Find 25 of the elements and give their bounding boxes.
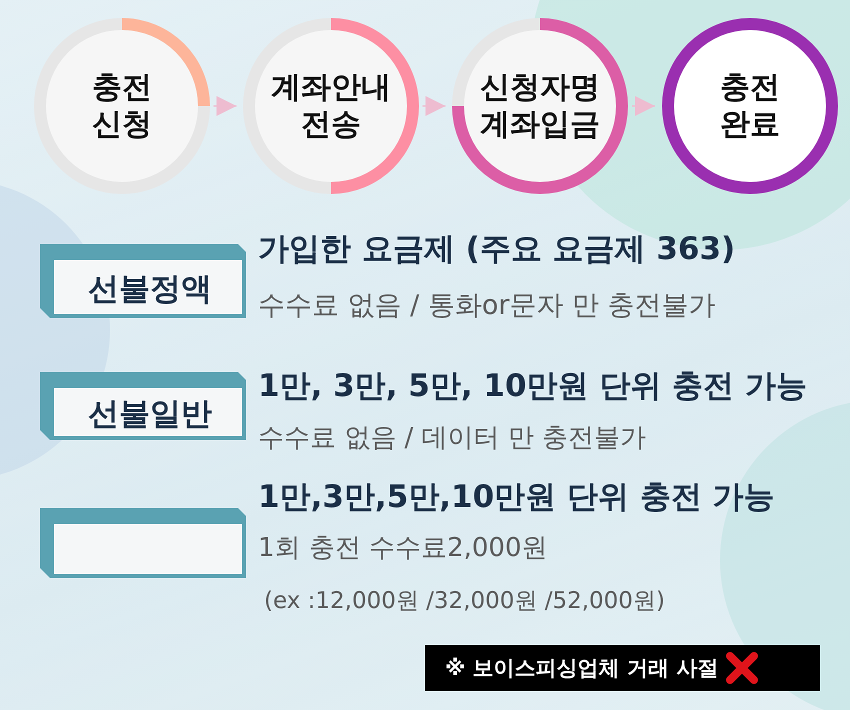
plan-detail: (ex :12,000원 /32,000원 /52,000원) — [264, 587, 665, 616]
step-circle — [243, 18, 419, 194]
step-label: 신청자명 계좌입금 — [479, 68, 601, 144]
step-label: 계좌안내 전송 — [270, 68, 392, 144]
category-label: 선불일반 — [87, 395, 213, 434]
step-label: 충전 완료 — [719, 68, 781, 144]
plan-headline: 1만, 3만, 5만, 10만원 단위 충전 가능 — [258, 367, 807, 406]
notice-banner — [425, 645, 820, 691]
plan-detail: 수수료 없음 / 통화or문자 만 충전불가 — [258, 289, 716, 323]
category-tab — [40, 244, 246, 318]
plan-headline: 가입한 요금제 (주요 요금제 363) — [258, 230, 736, 269]
category-tab — [40, 372, 246, 440]
step-label: 충전 신청 — [91, 68, 153, 144]
category-tab — [40, 508, 246, 578]
step-circle — [34, 18, 210, 194]
plan-headline: 1만,3만,5만,10만원 단위 충전 가능 — [258, 478, 775, 517]
step-arrow — [214, 96, 236, 116]
plan-detail: 1회 충전 수수료2,000원 — [258, 532, 548, 565]
category-label: 선불정액 — [87, 270, 213, 309]
notice-text: ※ 보이스피싱업체 거래 사절 — [445, 655, 718, 682]
step-arrow — [632, 96, 655, 116]
step-arrow — [422, 96, 446, 116]
step-circle — [662, 18, 838, 194]
plan-detail: 수수료 없음 / 데이터 만 충전불가 — [258, 422, 646, 455]
step-circle — [452, 18, 628, 194]
